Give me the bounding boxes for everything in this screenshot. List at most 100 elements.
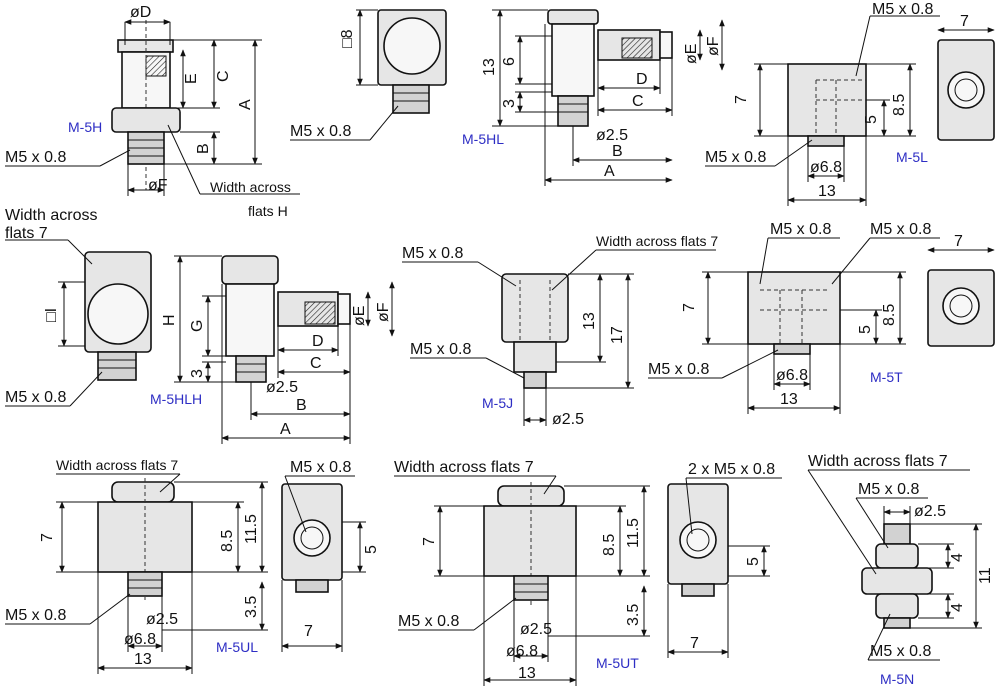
m5n-d4b: 4 — [949, 603, 966, 612]
m5l-d13: 13 — [818, 183, 836, 200]
m5hlh-b: B — [296, 397, 307, 414]
m5hl-e: øE — [683, 44, 700, 64]
m5h-width-line1: Width across — [210, 179, 291, 195]
m5h-d-label: øD — [130, 4, 151, 21]
m5h-width-line2: flats H — [248, 203, 288, 219]
m5h-side-drawing: □8 M5 x 0.8 — [290, 9, 447, 141]
m5ut-thread-side: 2 x M5 x 0.8 — [688, 461, 775, 478]
m5t-thread-bottom: M5 x 0.8 — [648, 361, 709, 378]
m5hlh-left-width-line2: flats 7 — [5, 225, 48, 242]
m5hlh-dia25: ø2.5 — [266, 379, 298, 396]
m5j-dia25: ø2.5 — [552, 411, 584, 428]
m5t-drawing: M5 x 0.8 M5 x 0.8 7 7 8.5 5 ø6.8 13 M5 x… — [648, 221, 995, 414]
m5j-thread-bottom: M5 x 0.8 — [410, 341, 471, 358]
m5ul-code: M-5UL — [216, 639, 258, 655]
m5t-d13: 13 — [780, 391, 798, 408]
m5t-d5: 5 — [857, 325, 874, 334]
m5l-thread-top: M5 x 0.8 — [872, 1, 933, 18]
m5t-code: M-5T — [870, 369, 903, 385]
m5n-d4a: 4 — [949, 553, 966, 562]
m5n-d11: 11 — [977, 567, 994, 584]
m5h-side-square: □8 — [339, 29, 356, 48]
m5ul-drawing: Width across flats 7 M5 x 0.8 7 8.5 11.5… — [5, 457, 380, 674]
m5ul-d68: ø6.8 — [124, 631, 156, 648]
m5l-code: M-5L — [896, 149, 928, 165]
m5ul-d7: 7 — [39, 533, 56, 542]
m5hlh-code: M-5HLH — [150, 391, 202, 407]
m5l-d5: 5 — [863, 115, 880, 124]
m5hl-drawing: 13 6 3 øE øF D C ø2.5 B A M-5HL — [462, 9, 725, 186]
m5hlh-dd: D — [312, 333, 324, 350]
m5n-thread-top: M5 x 0.8 — [858, 481, 919, 498]
m5t-d85: 8.5 — [881, 304, 898, 326]
m5hl-f: øF — [705, 36, 722, 56]
m5l-thread-bottom: M5 x 0.8 — [705, 149, 766, 166]
m5hl-d13: 13 — [481, 58, 498, 76]
m5hlh-g: G — [189, 320, 206, 332]
m5h-e-label: E — [183, 73, 200, 84]
m5ut-d85: 8.5 — [601, 534, 618, 556]
m5ut-drawing: Width across flats 7 2 x M5 x 0.8 7 8.5 … — [394, 459, 782, 686]
m5h-drawing: øD E C A B øF M-5H M5 x 0.8 Width across… — [5, 4, 300, 219]
m5ut-side7: 7 — [690, 635, 699, 652]
m5ul-side7: 7 — [304, 623, 313, 640]
m5hl-dd: D — [636, 71, 648, 88]
m5hlh-left-thread: M5 x 0.8 — [5, 389, 66, 406]
m5hl-c: C — [632, 93, 644, 110]
m5ut-code: M-5UT — [596, 655, 639, 671]
m5j-d13: 13 — [581, 312, 598, 330]
m5j-code: M-5J — [482, 395, 513, 411]
m5j-drawing: Width across flats 7 M5 x 0.8 M5 x 0.8 1… — [402, 233, 718, 428]
m5hlh-left-square: □I — [43, 308, 60, 322]
m5t-d68: ø6.8 — [776, 367, 808, 384]
m5n-dia25: ø2.5 — [914, 503, 946, 520]
m5ul-dia25: ø2.5 — [146, 611, 178, 628]
m5n-drawing: Width across flats 7 M5 x 0.8 ø2.5 4 4 1… — [807, 453, 994, 687]
m5h-f-label: øF — [148, 177, 168, 194]
m5t-thread-right: M5 x 0.8 — [870, 221, 931, 238]
m5hlh-a: A — [280, 421, 291, 438]
m5h-code: M-5H — [68, 119, 102, 135]
m5hlh-left-drawing: Width across flats 7 □I M5 x 0.8 — [5, 207, 152, 407]
m5hlh-drawing: H G 3 øE øF D C ø2.5 B A M-5HLH — [150, 255, 395, 444]
m5ul-d35: 3.5 — [243, 596, 260, 618]
m5hl-code: M-5HL — [462, 131, 504, 147]
m5ut-dia25: ø2.5 — [520, 621, 552, 638]
m5ul-width: Width across flats 7 — [56, 457, 178, 473]
m5hl-b: B — [612, 143, 623, 160]
m5ut-d68: ø6.8 — [506, 643, 538, 660]
m5hlh-c: C — [310, 355, 322, 372]
m5hl-a: A — [604, 163, 615, 180]
m5l-d68: ø6.8 — [810, 159, 842, 176]
m5t-thread-left: M5 x 0.8 — [770, 221, 831, 238]
m5l-d85: 8.5 — [891, 94, 908, 116]
m5h-a-label: A — [237, 99, 254, 110]
m5ul-d85: 8.5 — [219, 530, 236, 552]
m5n-thread-bottom: M5 x 0.8 — [870, 643, 931, 660]
m5ul-d5: 5 — [363, 545, 380, 554]
m5t-side7: 7 — [954, 233, 963, 250]
m5t-d7: 7 — [681, 303, 698, 312]
m5ul-thread-side: M5 x 0.8 — [290, 459, 351, 476]
m5ut-d7: 7 — [421, 537, 438, 546]
m5hl-d6: 6 — [501, 57, 518, 66]
m5ul-thread-bottom: M5 x 0.8 — [5, 607, 66, 624]
m5l-side7: 7 — [960, 13, 969, 30]
m5hlh-e: øE — [351, 306, 368, 326]
m5hlh-left-width-line1: Width across — [5, 207, 97, 224]
m5l-d7: 7 — [733, 95, 750, 104]
m5ut-d5: 5 — [745, 557, 762, 566]
m5hlh-d3: 3 — [189, 369, 206, 378]
m5n-code: M-5N — [880, 671, 914, 687]
m5j-width: Width across flats 7 — [596, 233, 718, 249]
m5j-thread-top: M5 x 0.8 — [402, 245, 463, 262]
m5hlh-h: H — [161, 314, 178, 326]
m5ul-d115: 11.5 — [243, 514, 260, 544]
m5ut-thread-bottom: M5 x 0.8 — [398, 613, 459, 630]
m5hl-d3: 3 — [501, 99, 518, 108]
m5ut-d115: 11.5 — [625, 518, 642, 548]
m5ut-d35: 3.5 — [625, 604, 642, 626]
m5ut-width: Width across flats 7 — [394, 459, 534, 476]
m5h-side-thread: M5 x 0.8 — [290, 123, 351, 140]
